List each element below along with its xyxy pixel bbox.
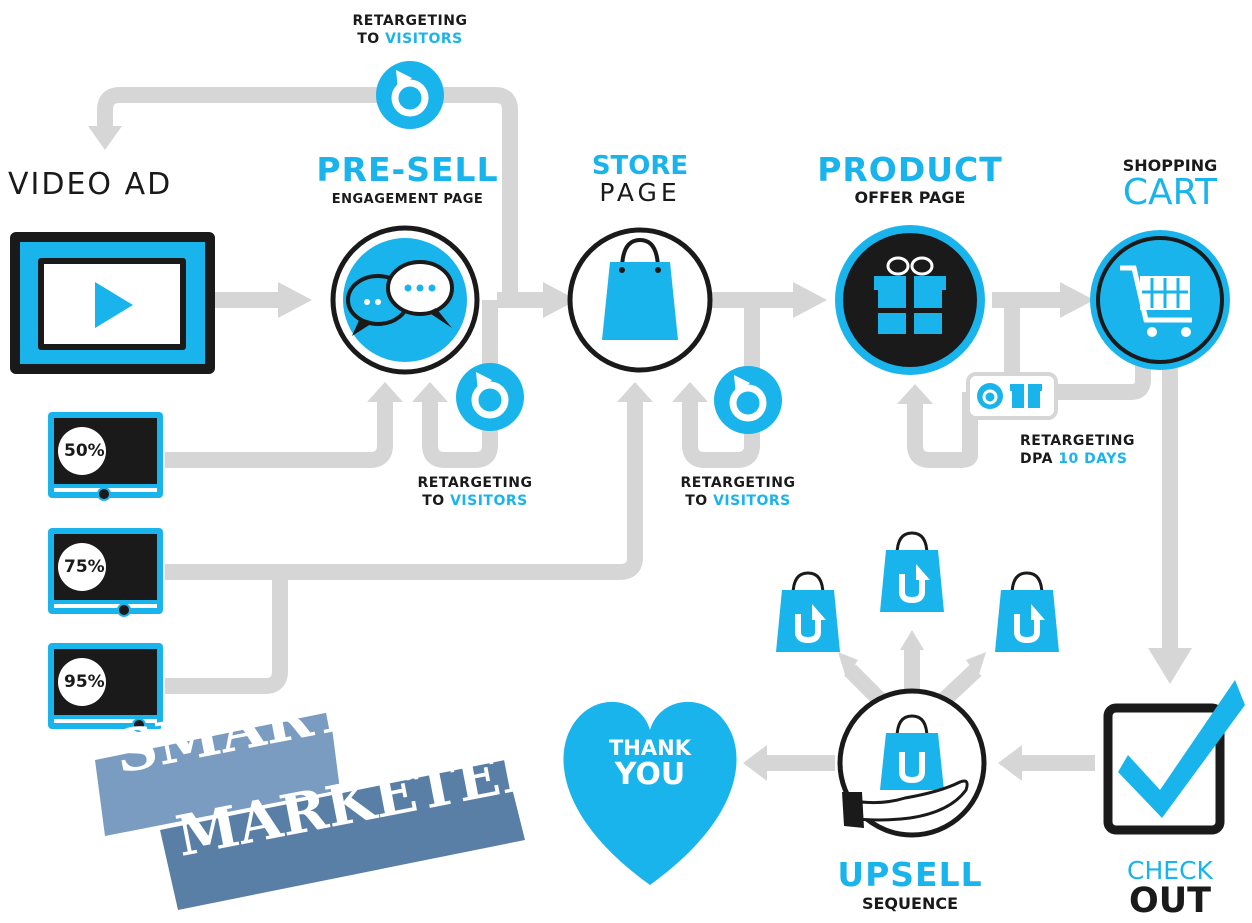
connector-dpa-loop	[907, 392, 978, 468]
retarget-dpa-line2: DPA 10 DAYS	[1020, 451, 1128, 467]
upsell-title: UPSELL	[837, 855, 983, 894]
store-subtitle: PAGE	[599, 178, 681, 207]
view-75-thumb	[48, 528, 163, 617]
arrowhead-cart	[1060, 282, 1094, 318]
arrowhead-dpa	[897, 384, 933, 404]
connector-upsell-fan-right	[938, 664, 982, 706]
thank-line1: THANK	[608, 736, 691, 760]
retarget-top-line2: TO VISITORS	[357, 31, 463, 47]
upsell-hand-icon	[837, 688, 987, 838]
view-50-thumb	[48, 412, 163, 501]
connector-upsell-fan-left	[844, 664, 886, 706]
retarget-top-line1: RETARGETING	[352, 13, 468, 29]
connector-75-store	[165, 400, 643, 580]
upsell-bag-right-icon	[995, 571, 1059, 652]
product-title: PRODUCT	[817, 150, 1003, 189]
arrowhead-presell	[278, 282, 312, 318]
video-player-icon	[10, 232, 215, 374]
retarget-mid1-line1: RETARGETING	[417, 475, 533, 491]
chat-bubbles-icon	[330, 225, 480, 375]
arrowhead-upsell	[998, 745, 1022, 781]
retarget-mid2-line1: RETARGETING	[680, 475, 796, 491]
upsell-bag-center-icon	[880, 531, 944, 612]
connector-50-presell	[165, 400, 393, 468]
cart-line2: CART	[1122, 172, 1218, 213]
checkout-line1: CHECK	[1127, 856, 1213, 885]
arrowhead-fan-center	[900, 630, 924, 650]
smart-marketer-logo	[95, 712, 525, 910]
product-subtitle: OFFER PAGE	[854, 188, 966, 207]
heart-icon	[563, 701, 737, 885]
checkbox-icon	[1103, 680, 1245, 835]
connector-top-retarget	[97, 87, 518, 300]
arrowhead-loop1	[412, 382, 448, 402]
retarget-mid1-line2: TO VISITORS	[422, 493, 528, 509]
view-75-label: 75%	[64, 557, 105, 577]
arrowhead-videoad	[88, 126, 122, 150]
cart-line1: SHOPPING	[1122, 156, 1218, 175]
arrowhead-75	[617, 382, 653, 402]
view-95-thumb	[48, 643, 163, 732]
gift-icon	[835, 225, 985, 375]
retarget-dpa-icon	[966, 372, 1058, 420]
arrowhead-thank	[743, 745, 767, 781]
store-title: STORE	[591, 151, 689, 181]
view-95-label: 95%	[64, 672, 105, 692]
retarget-dpa-line1: RETARGETING	[1020, 433, 1135, 449]
checkout-line2: OUT	[1128, 881, 1212, 921]
upsell-bag-left-icon	[776, 571, 840, 652]
arrowhead-checkout	[1148, 648, 1192, 684]
shopping-bag-icon	[567, 227, 713, 373]
presell-title: PRE-SELL	[316, 150, 499, 189]
arrowhead-fan-left	[838, 652, 858, 678]
retarget-mid2-icon	[714, 366, 782, 434]
connector-cart-dpa	[1012, 335, 1151, 400]
connector-95-join	[165, 572, 288, 694]
upsell-subtitle: SEQUENCE	[861, 894, 959, 913]
connector-retarget-loop-2	[682, 300, 760, 468]
cart-icon	[1090, 230, 1230, 370]
connector-retarget-loop-1	[422, 300, 498, 468]
presell-subtitle: ENGAGEMENT PAGE	[331, 192, 484, 207]
arrowhead-loop2	[672, 382, 708, 402]
arrowhead-store	[543, 282, 577, 318]
arrowhead-fan-right	[966, 652, 986, 678]
retarget-top-icon	[376, 61, 444, 129]
arrowhead-50	[367, 382, 403, 402]
thank-line2: YOU	[614, 757, 686, 792]
video-ad-label: VIDEO AD	[8, 167, 173, 202]
arrowhead-product	[793, 282, 827, 318]
retarget-mid2-line2: TO VISITORS	[685, 493, 791, 509]
retarget-mid1-icon	[456, 363, 524, 431]
view-50-label: 50%	[64, 441, 105, 461]
